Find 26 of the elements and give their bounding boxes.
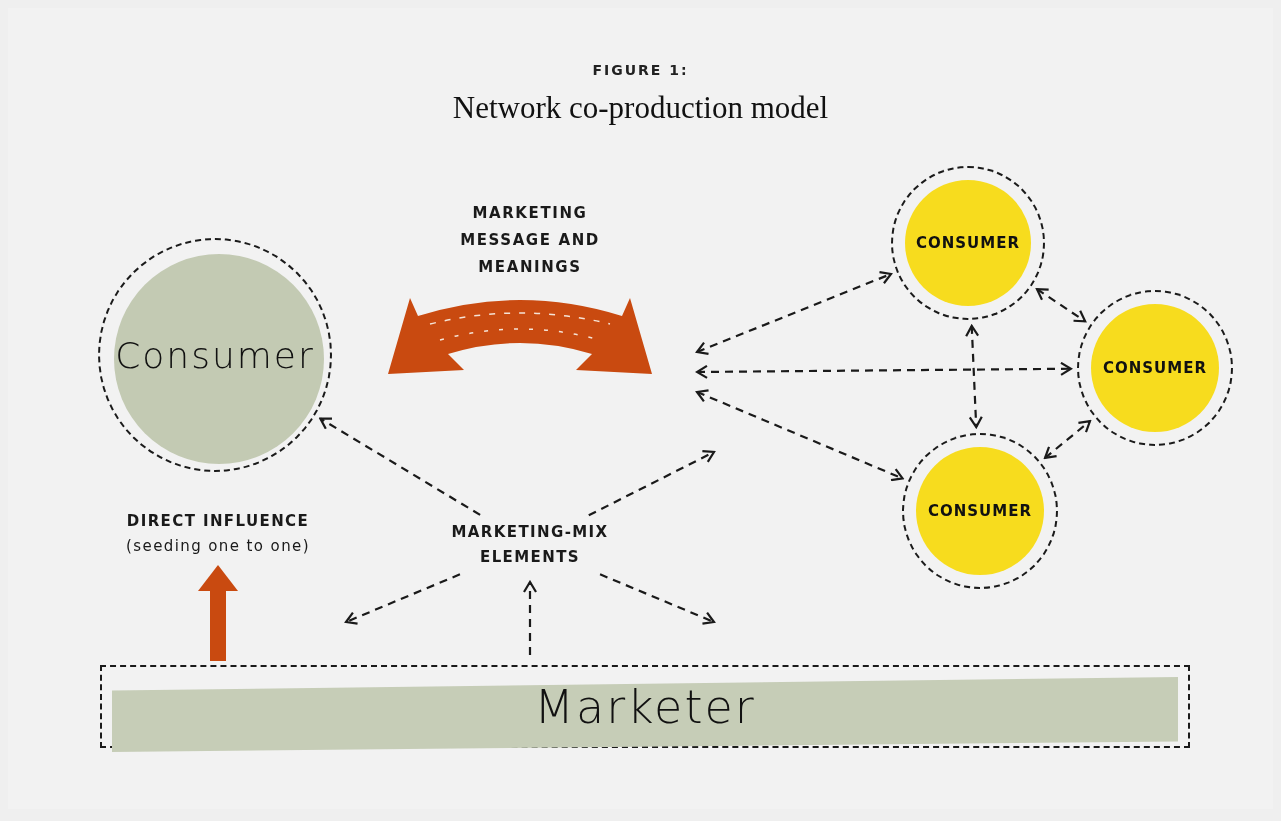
dashed-arrow: [599, 573, 716, 625]
figure-number: FIGURE 1:: [591, 62, 690, 78]
dashed-arrow: [695, 361, 1073, 379]
block-arrow: [198, 565, 238, 661]
dashed-arrow: [695, 271, 893, 355]
node-label: Consumer: [115, 334, 315, 376]
consumer-circle: [902, 433, 1058, 589]
arrow-caption: MARKETING MESSAGE AND MEANINGS: [459, 203, 601, 278]
text-label: DIRECT INFLUENCE: [126, 511, 310, 532]
node-label: CONSUMER: [1103, 359, 1207, 377]
dashed-arrow: [588, 450, 716, 517]
text-label: (seeding one to one): [126, 536, 310, 557]
dashed-arrow: [344, 573, 461, 625]
consumer-circle: [891, 166, 1045, 320]
text-label: MARKETING-MIX ELEMENTS: [450, 522, 610, 568]
diagram-title: Network co-production model: [451, 90, 830, 126]
node-label: CONSUMER: [928, 502, 1032, 520]
dashed-arrow: [965, 324, 983, 429]
dashed-arrow: [319, 417, 481, 516]
dashed-arrow: [522, 580, 538, 655]
dashed-arrow: [1043, 420, 1092, 459]
dashed-arrow: [1035, 288, 1087, 323]
dashed-arrow: [695, 389, 904, 482]
node-label: Marketer: [534, 679, 756, 734]
node-label: CONSUMER: [916, 234, 1020, 252]
consumer-circle: [1077, 290, 1233, 446]
